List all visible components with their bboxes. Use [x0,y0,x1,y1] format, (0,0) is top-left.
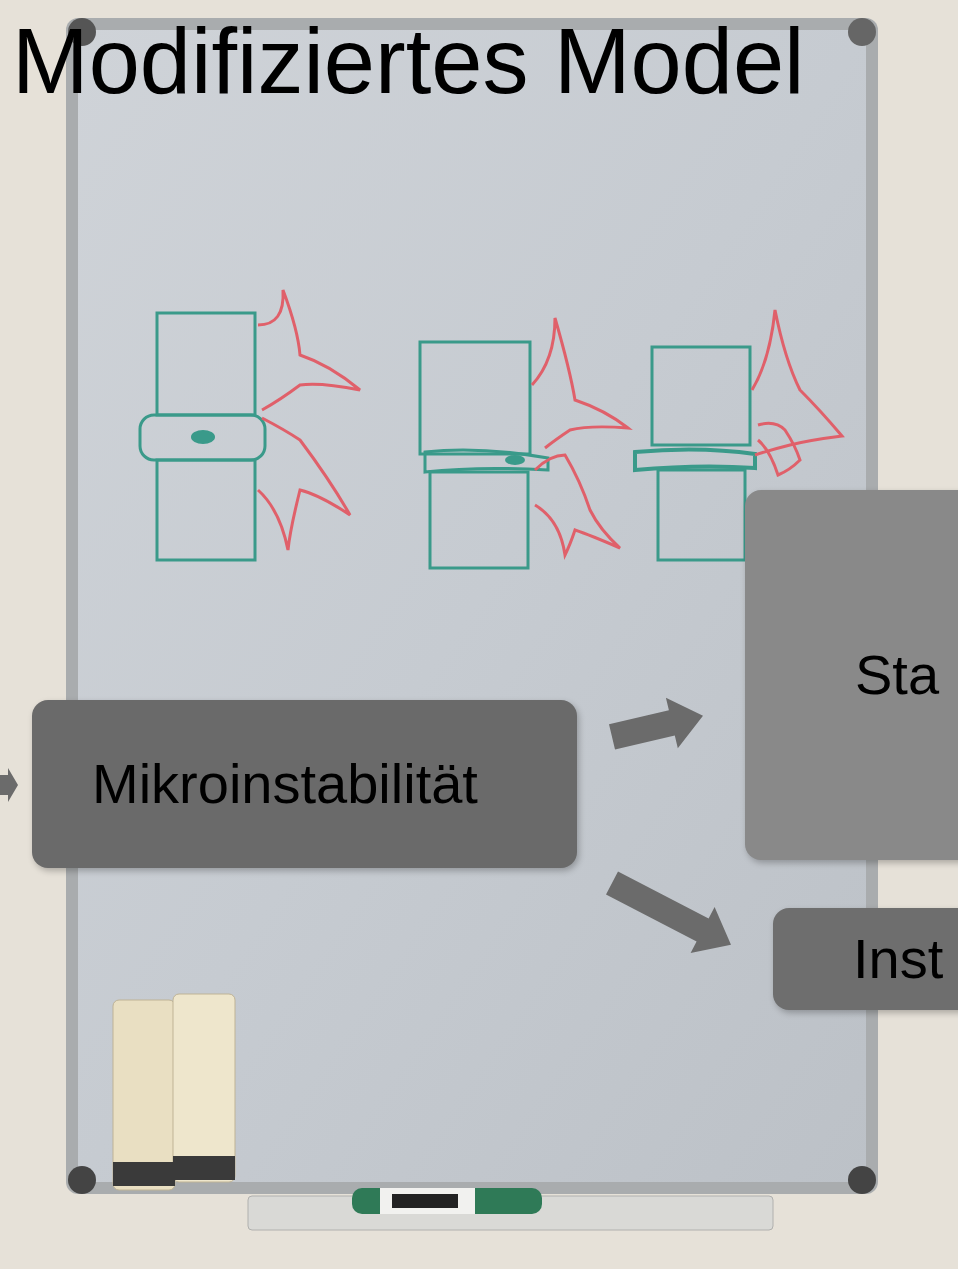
box-label: Mikroinstabilität [92,751,478,817]
block-arrow [606,872,731,954]
process-box: Mikroinstabilität [32,700,577,868]
box-label: Sta [855,642,939,708]
slide-title: Modifiziertes Model [12,6,805,116]
box-label: Inst [853,926,943,992]
process-box: Inst [773,908,958,1010]
block-arrow [609,698,703,750]
process-box: Sta [745,490,958,860]
